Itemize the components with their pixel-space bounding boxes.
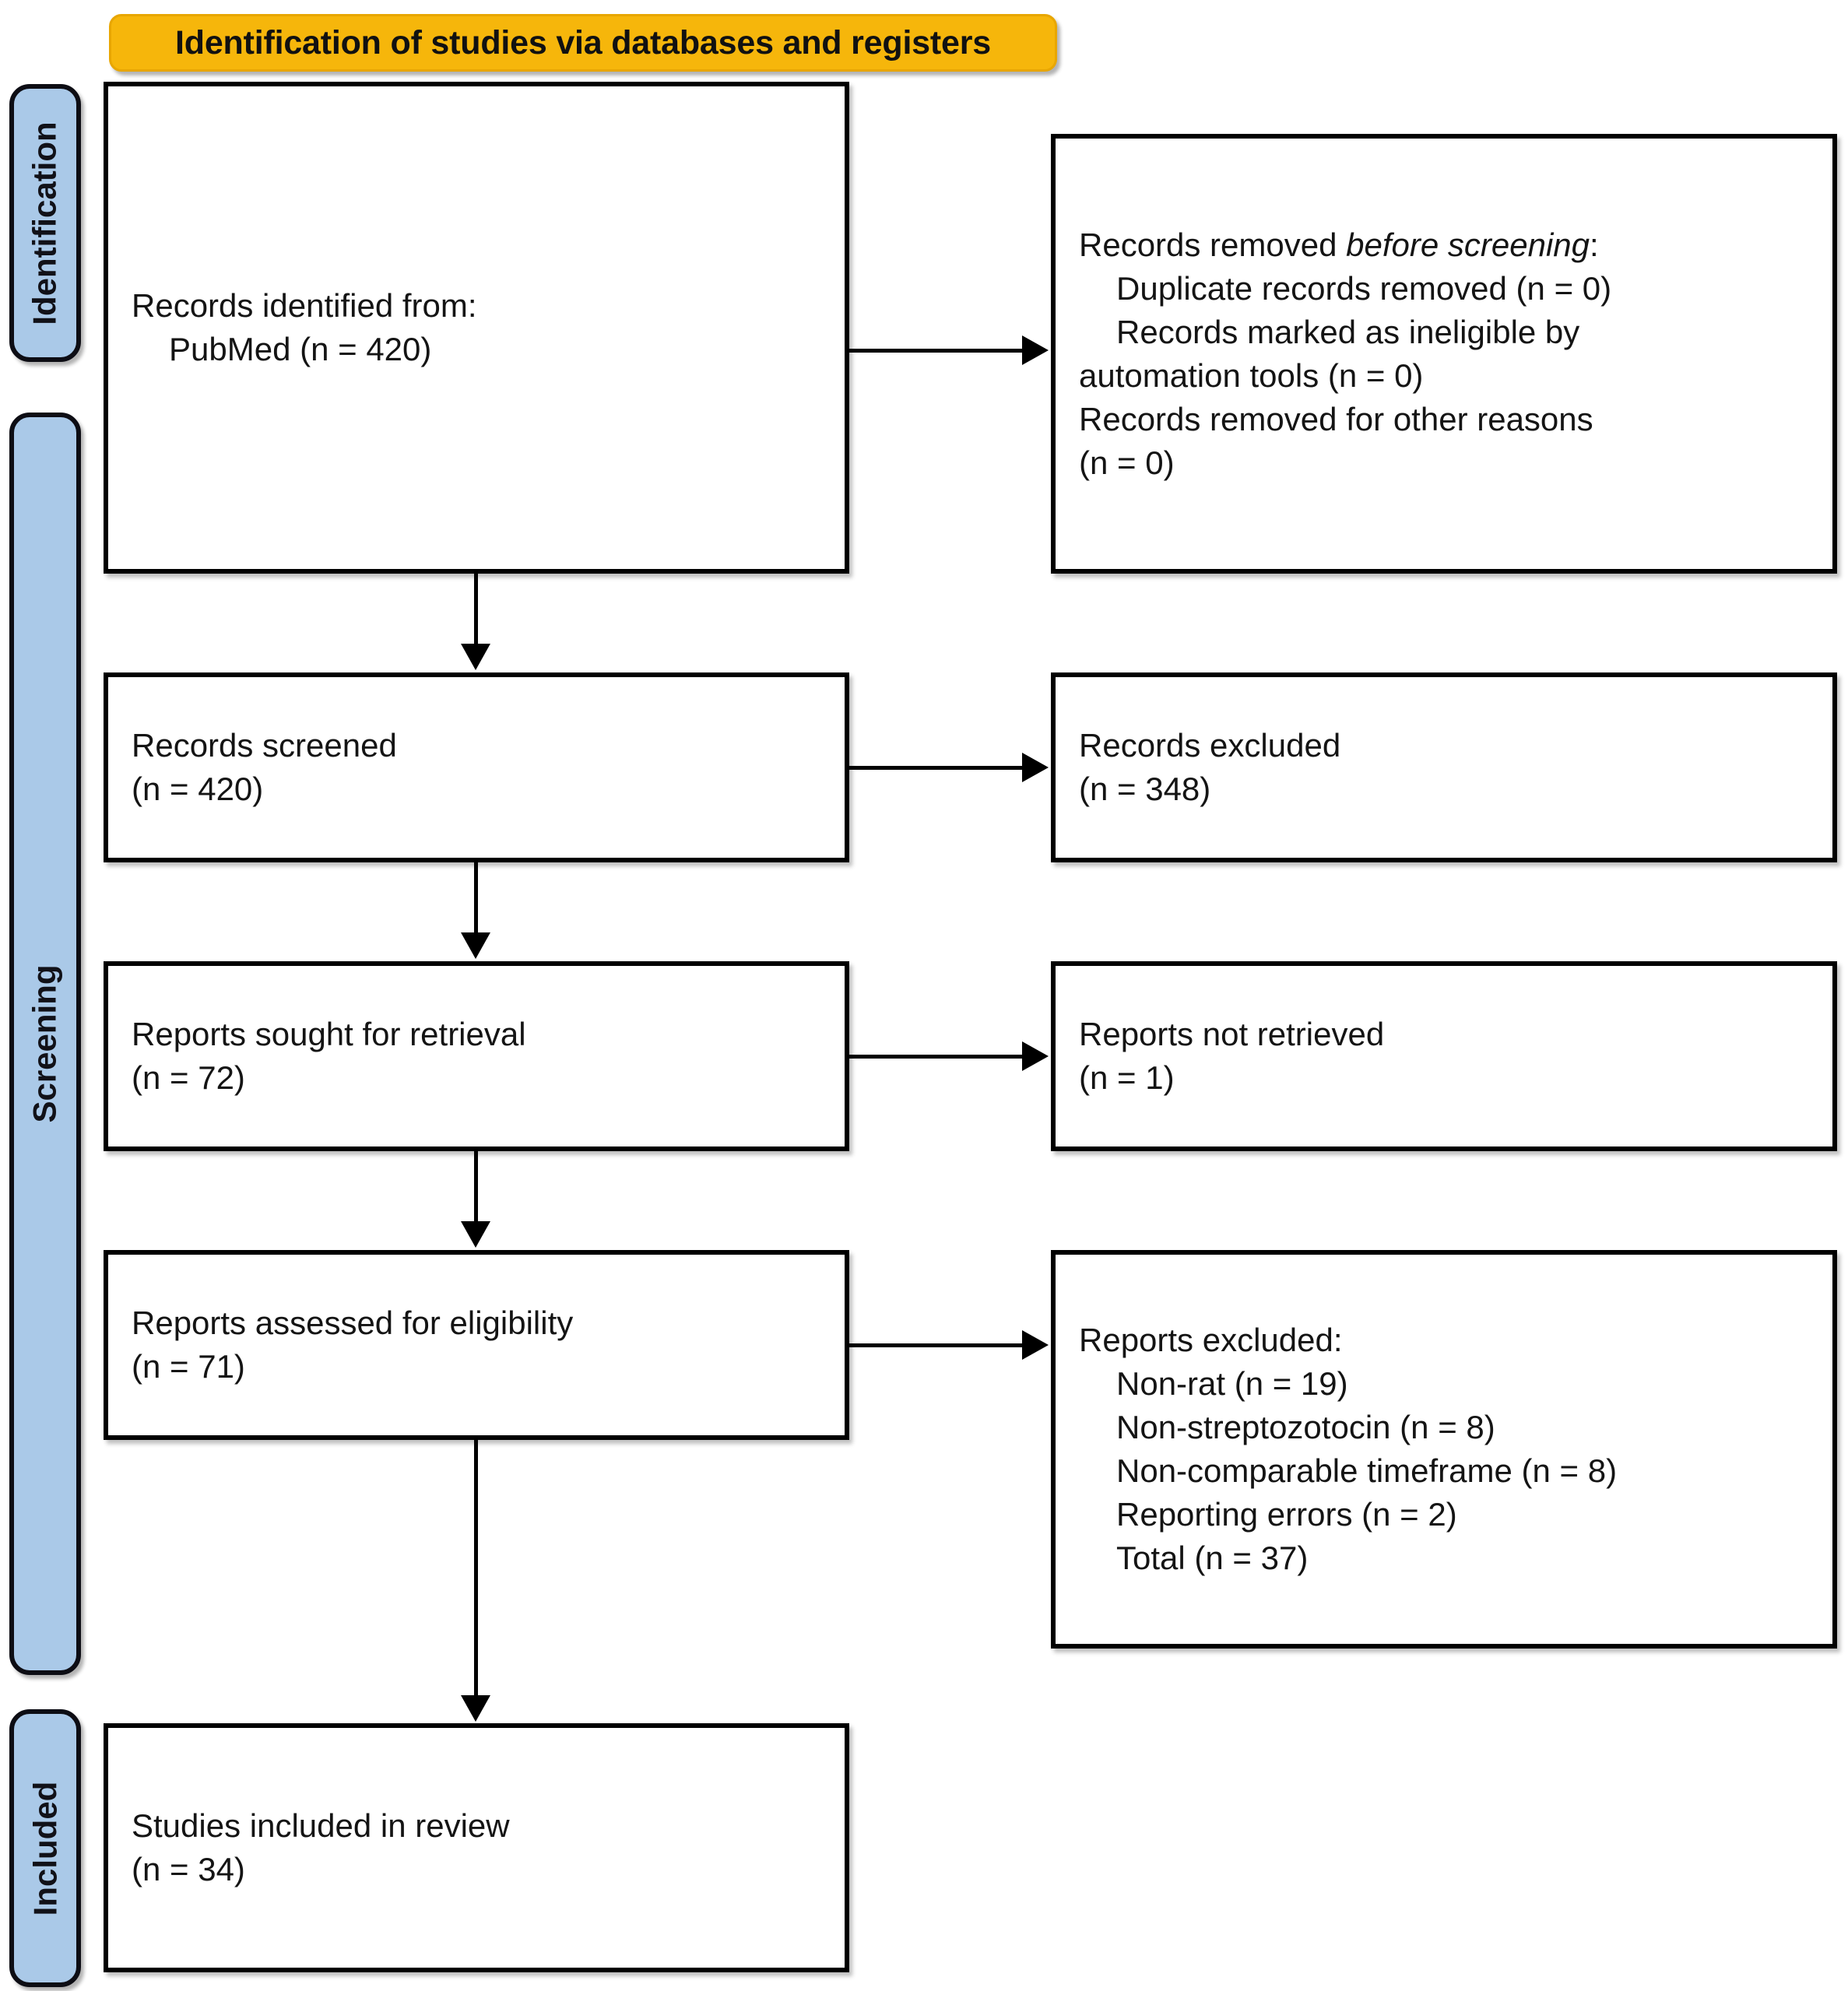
box-reports-assessed-line-1: Reports assessed for eligibility xyxy=(132,1305,574,1341)
connector-screened-to-sought-line xyxy=(474,862,478,934)
box-reports-excluded-line-1: Non-rat (n = 19) xyxy=(1116,1365,1348,1402)
box-reports-sought-line-1: Reports sought for retrieval xyxy=(132,1016,526,1052)
connector-assessed-to-included-line xyxy=(474,1440,478,1697)
box-records-excluded-line-1: Records excluded xyxy=(1079,727,1341,764)
connector-screened-to-excluded-arrowhead xyxy=(1022,753,1049,782)
box-reports-not-retrieved-line-2: (n = 1) xyxy=(1079,1059,1175,1096)
box-records-excluded: Records excluded (n = 348) xyxy=(1051,672,1837,862)
box-records-removed-before-screening: Records removed before screening: Duplic… xyxy=(1051,134,1837,574)
stage-rail-screening-label: Screening xyxy=(26,964,64,1123)
box-records-removed-line-4: Records removed for other reasons xyxy=(1079,400,1593,437)
stage-rail-identification-label: Identification xyxy=(26,121,63,325)
box-records-removed-heading-suffix: : xyxy=(1590,226,1599,263)
connector-assessed-to-included-arrowhead xyxy=(461,1695,490,1722)
box-records-screened: Records screened (n = 420) xyxy=(104,672,849,862)
box-records-excluded-line-2: (n = 348) xyxy=(1079,771,1211,807)
box-reports-not-retrieved: Reports not retrieved (n = 1) xyxy=(1051,961,1837,1151)
box-reports-assessed: Reports assessed for eligibility (n = 71… xyxy=(104,1250,849,1440)
box-reports-excluded: Reports excluded: Non-rat (n = 19) Non-s… xyxy=(1051,1250,1837,1649)
box-records-screened-line-1: Records screened xyxy=(132,727,397,764)
box-records-identified-line-1: Records identified from: xyxy=(132,287,477,324)
stage-rail-included: Included xyxy=(9,1709,81,1987)
box-reports-excluded-line-3: Non-comparable timeframe (n = 8) xyxy=(1116,1452,1618,1489)
box-records-removed-line-1: Duplicate records removed (n = 0) xyxy=(1116,269,1612,307)
box-records-removed-heading: Records removed before screening: xyxy=(1079,223,1809,267)
box-studies-included-line-1: Studies included in review xyxy=(132,1807,510,1844)
connector-screened-to-excluded-line xyxy=(849,766,1024,770)
connector-sought-to-assessed-line xyxy=(474,1151,478,1223)
box-studies-included-line-2: (n = 34) xyxy=(132,1851,245,1887)
connector-identified-to-removed-arrowhead xyxy=(1022,335,1049,365)
diagram-title-banner: Identification of studies via databases … xyxy=(109,14,1057,72)
box-reports-excluded-line-4: Reporting errors (n = 2) xyxy=(1116,1496,1457,1533)
box-records-removed-line-3: automation tools (n = 0) xyxy=(1079,356,1424,394)
connector-identified-to-screened-line xyxy=(474,574,478,645)
box-reports-not-retrieved-line-1: Reports not retrieved xyxy=(1079,1016,1385,1052)
box-records-identified-line-2: PubMed (n = 420) xyxy=(169,331,432,367)
connector-assessed-to-excluded-line xyxy=(849,1343,1024,1347)
box-records-identified: Records identified from: PubMed (n = 420… xyxy=(104,82,849,574)
connector-identified-to-screened-arrowhead xyxy=(461,644,490,670)
connector-sought-to-not-retrieved-arrowhead xyxy=(1022,1041,1049,1071)
box-records-removed-line-5: (n = 0) xyxy=(1079,444,1175,481)
connector-assessed-to-excluded-arrowhead xyxy=(1022,1330,1049,1360)
box-reports-sought-line-2: (n = 72) xyxy=(132,1059,245,1096)
box-reports-sought: Reports sought for retrieval (n = 72) xyxy=(104,961,849,1151)
box-reports-excluded-heading: Reports excluded: xyxy=(1079,1322,1343,1358)
diagram-title: Identification of studies via databases … xyxy=(175,23,991,61)
box-studies-included: Studies included in review (n = 34) xyxy=(104,1723,849,1972)
connector-identified-to-removed-line xyxy=(849,349,1024,353)
stage-rail-screening: Screening xyxy=(9,413,81,1675)
box-records-removed-line-2: Records marked as ineligible by xyxy=(1116,313,1580,350)
box-records-screened-line-2: (n = 420) xyxy=(132,771,264,807)
box-reports-assessed-line-2: (n = 71) xyxy=(132,1348,245,1385)
connector-screened-to-sought-arrowhead xyxy=(461,932,490,959)
connector-sought-to-assessed-arrowhead xyxy=(461,1221,490,1248)
stage-rail-included-label: Included xyxy=(26,1781,63,1916)
box-reports-excluded-line-2: Non-streptozotocin (n = 8) xyxy=(1116,1409,1495,1445)
box-reports-excluded-line-5: Total (n = 37) xyxy=(1116,1540,1309,1576)
connector-sought-to-not-retrieved-line xyxy=(849,1055,1024,1059)
box-records-removed-heading-italic: before screening xyxy=(1346,226,1590,263)
stage-rail-identification: Identification xyxy=(9,84,81,362)
box-records-removed-heading-prefix: Records removed xyxy=(1079,226,1347,263)
